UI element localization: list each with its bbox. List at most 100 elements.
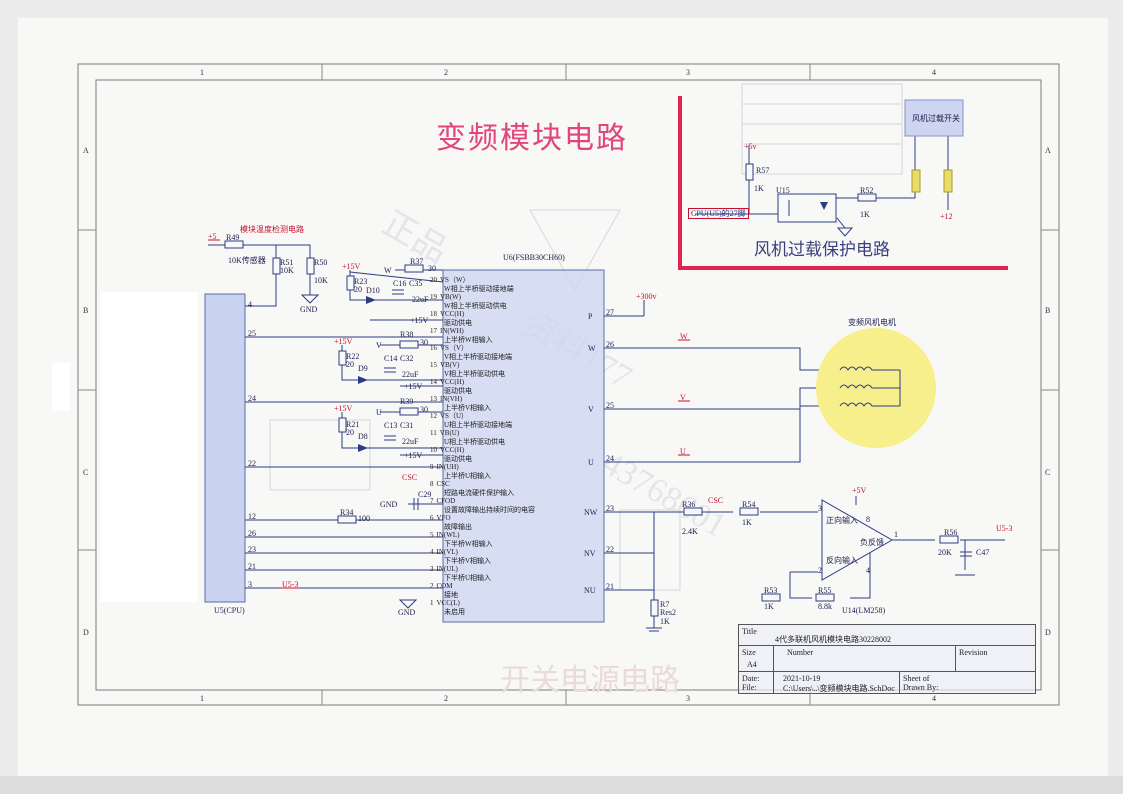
pin-name: VFO	[436, 514, 451, 522]
r39-value: 30	[420, 405, 428, 414]
r36-label: R36	[682, 500, 696, 509]
pin-row-desc: 设置故障输出持续时间的电容	[430, 506, 600, 514]
zone-col-2-bottom: 2	[444, 694, 448, 703]
zone-row-a-right: A	[1045, 146, 1051, 155]
rail-15v-v: +15V	[334, 337, 353, 346]
opamp-plus-label: 正向输入	[826, 516, 858, 525]
r21-label: R21	[346, 420, 360, 429]
u-net-label: U	[376, 408, 382, 417]
r7-value-2: 1K	[660, 617, 670, 626]
redaction-mask-edge	[52, 363, 70, 411]
pin-desc: U相上半桥驱动供电	[444, 438, 506, 446]
v-net-label: V	[376, 341, 382, 350]
u14-label: U14(LM258)	[842, 606, 886, 615]
pin-name: VS（V）	[440, 344, 469, 352]
pin-name: IN(WL)	[436, 531, 460, 539]
pin-row-desc: 驱动供电	[430, 455, 600, 463]
tb-vline-1	[773, 645, 774, 693]
gnd-cfod: GND	[380, 500, 398, 509]
pin-row-desc: 接地	[430, 591, 600, 599]
pin-desc: V相上半桥驱动供电	[444, 370, 506, 378]
tb-date-value: 2021-10-19	[783, 674, 821, 683]
pin-num: 7	[430, 497, 434, 505]
pin-desc: 上半桥U相输入	[444, 472, 492, 480]
d8-label: D8	[358, 432, 368, 441]
u6-pin-w: W	[588, 344, 596, 353]
u6-pin-u: U	[588, 458, 594, 467]
pin-row-desc: 上半桥W相输入	[430, 336, 600, 344]
cpu-pin-26: 26	[248, 529, 256, 538]
rail-15v-w: +15V	[342, 262, 361, 271]
u6-pin-nu-num: 21	[606, 582, 614, 591]
tb-file-label: File:	[742, 683, 757, 692]
pin-name: IN(UH)	[436, 463, 459, 471]
gnd-label-r50: GND	[300, 305, 318, 314]
redaction-mask-left	[100, 292, 198, 602]
r38-value: 30	[420, 338, 428, 347]
pin-desc: 驱动供电	[444, 319, 472, 327]
u6-pin-w-num: 26	[606, 340, 614, 349]
pin-num: 1	[430, 599, 434, 607]
cpu-pin-22: 22	[248, 459, 256, 468]
tb-size-value: A4	[747, 660, 757, 669]
cpu-pin-12: 12	[248, 512, 256, 521]
pin-num: 20	[430, 276, 437, 284]
rail-15v-u-vcc: +15V	[404, 451, 423, 460]
pin-desc: W相上半桥驱动接地端	[444, 285, 514, 293]
opamp-pin8: 8	[866, 515, 870, 524]
pin-name: VCC(H)	[440, 310, 465, 318]
pin-num: 12	[430, 412, 437, 420]
u6-pin-nu: NU	[584, 586, 596, 595]
pin-desc: 短路电流硬件保护输入	[444, 489, 514, 497]
motor-label: 变频风机电机	[848, 318, 896, 327]
cpu-pin-21: 21	[248, 562, 256, 571]
rail-15v-v-vcc: +15V	[404, 382, 423, 391]
pin-name: IN(VL)	[436, 548, 458, 556]
zone-row-c-right: C	[1045, 468, 1051, 477]
pin-row-desc: 上半桥V相输入	[430, 404, 600, 412]
pin-row-desc: 驱动供电	[430, 387, 600, 395]
pin-desc: 下半桥V相输入	[444, 557, 492, 565]
r22-label: R22	[346, 352, 360, 361]
r55-value: 8.8k	[818, 602, 832, 611]
opamp-minus-label: 反向输入	[826, 556, 858, 565]
r37-value: 30	[428, 264, 436, 273]
pin-desc: U相上半桥驱动接地端	[444, 421, 513, 429]
pin-row-desc: 短路电流硬件保护输入	[430, 489, 600, 497]
pin-row-desc: 下半桥V相输入	[430, 557, 600, 565]
d10-label: D10	[366, 286, 380, 295]
pin-name: VS（W）	[440, 276, 470, 284]
zone-col-1-bottom: 1	[200, 694, 204, 703]
phase-u-label: U	[680, 447, 686, 456]
tb-vline-2	[955, 645, 956, 671]
r53-label: R53	[764, 586, 778, 595]
pin-desc: W相上半桥驱动供电	[444, 302, 507, 310]
pin-num: 6	[430, 514, 434, 522]
r56-value: 20K	[938, 548, 952, 557]
r36-value: 2.4K	[682, 527, 698, 536]
pin-row-desc: U相上半桥驱动供电	[430, 438, 600, 446]
opamp-pin2: 2	[818, 566, 822, 575]
rail-15v-w-vcc: +15V	[410, 316, 429, 325]
pin-num: 2	[430, 582, 434, 590]
pin-name: COM	[436, 582, 453, 590]
title-block: Title 4代多联机风机模块电路30228002 Size A4 Number…	[738, 624, 1036, 694]
opamp-fb-label: 负反馈	[860, 538, 884, 547]
pin-name: VCC(H)	[440, 378, 465, 386]
r51-value: 10K	[280, 266, 294, 275]
c31-label: C31	[400, 421, 414, 430]
pin-row-desc: 未启用	[430, 608, 600, 616]
zone-row-c: C	[83, 468, 89, 477]
r50-value: 10K	[314, 276, 328, 285]
opamp-pin3: 3	[818, 504, 822, 513]
pin-num: 8	[430, 480, 434, 488]
